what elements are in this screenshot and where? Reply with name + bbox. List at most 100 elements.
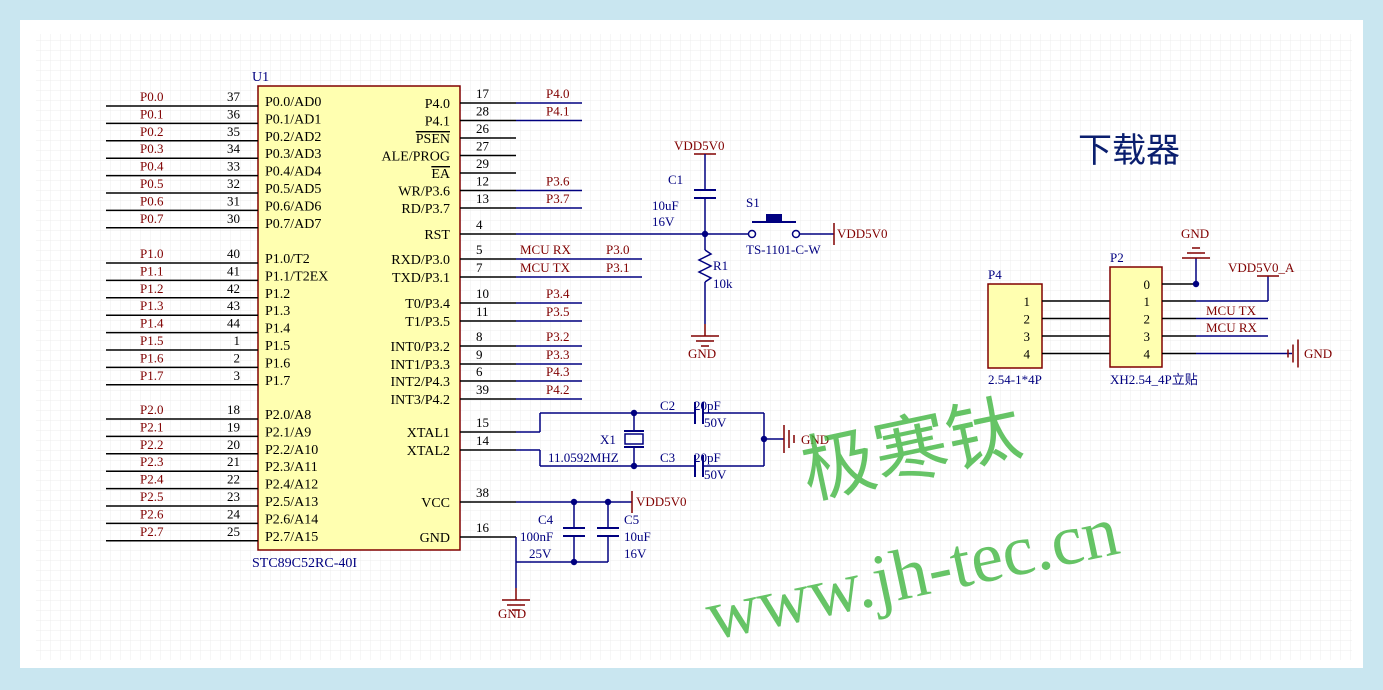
- r1-designator: R1: [713, 258, 728, 273]
- net-label: P3.2: [546, 329, 569, 344]
- c5-voltage: 16V: [624, 546, 647, 561]
- net-label: P0.1: [140, 106, 163, 121]
- pin-name: P1.0/T2: [265, 252, 310, 267]
- s1-button-cap: [766, 214, 782, 221]
- power-gnd-label: GND: [498, 606, 526, 621]
- p2-pin-0: 0: [1144, 277, 1151, 292]
- net-label: P2.3: [140, 454, 163, 469]
- net-label: P4.2: [546, 382, 569, 397]
- pin-name: P2.1/A9: [265, 425, 311, 440]
- pin-number: 44: [227, 316, 241, 331]
- p2-body: [1109, 266, 1163, 368]
- net-label: P0.7: [140, 211, 164, 226]
- net-label: P1.7: [140, 368, 164, 383]
- p4-part-number: 2.54-1*4P: [988, 372, 1042, 387]
- net-label: P4.3: [546, 364, 569, 379]
- pin-name: GND: [420, 531, 450, 546]
- pin-name: TXD/P3.1: [392, 271, 450, 286]
- pin-number: 1: [234, 333, 241, 348]
- net-label: P2.7: [140, 524, 164, 539]
- pin-number: 34: [227, 141, 241, 156]
- net-label: P1.2: [140, 281, 163, 296]
- c2-designator: C2: [660, 398, 675, 413]
- net-label: P3.3: [546, 347, 569, 362]
- r1-value: 10k: [713, 276, 733, 291]
- net-label: P2.1: [140, 419, 163, 434]
- pin-number: 35: [227, 124, 240, 139]
- pin-number: 6: [476, 364, 483, 379]
- p4-pin-2: 2: [1024, 312, 1031, 327]
- pin-name: T0/P3.4: [405, 297, 450, 312]
- s1-vdd-label: VDD5V0: [837, 226, 888, 241]
- pin-name: P0.5/AD5: [265, 182, 321, 197]
- pin-number: 11: [476, 304, 489, 319]
- pin-number: 15: [476, 415, 489, 430]
- p2-pin-4: 4: [1144, 347, 1151, 362]
- pin-name: P1.7: [265, 374, 290, 389]
- c1-value: 10uF: [652, 198, 679, 213]
- pin-number: 30: [227, 211, 240, 226]
- pin-name: VCC: [421, 496, 450, 511]
- pin-number: 12: [476, 174, 489, 189]
- pin-name: RD/P3.7: [401, 202, 450, 217]
- pin-number: 9: [476, 347, 483, 362]
- net-label: P0.4: [140, 159, 164, 174]
- pin-number: 41: [227, 263, 240, 278]
- pin-number: 4: [476, 217, 483, 232]
- net-label-alias: MCU RX: [520, 242, 572, 257]
- pin-name: ALE/PROG: [382, 150, 450, 165]
- net-label: P2.2: [140, 437, 163, 452]
- pin-number: 26: [476, 121, 490, 136]
- pin-number: 39: [476, 382, 489, 397]
- c4-voltage: 25V: [529, 546, 552, 561]
- pin-name: P2.2/A10: [265, 443, 318, 458]
- r1-zigzag: [697, 249, 713, 283]
- c2-voltage: 50V: [704, 415, 727, 430]
- c2-value: 20pF: [694, 398, 721, 413]
- net-label: P3.7: [546, 191, 570, 206]
- pin-number: 8: [476, 329, 483, 344]
- net-label: P1.0: [140, 246, 163, 261]
- p2-tx-label: MCU TX: [1206, 303, 1257, 318]
- pin-name: INT1/P3.3: [391, 358, 451, 373]
- pin-name: P0.4/AD4: [265, 165, 321, 180]
- p4-designator: P4: [988, 267, 1002, 282]
- pin-name: P1.1/T2EX: [265, 269, 328, 284]
- pin-number: 24: [227, 506, 241, 521]
- c3-voltage: 50V: [704, 467, 727, 482]
- p2-gnd-right-label: GND: [1304, 346, 1332, 361]
- net-label: P1.6: [140, 350, 164, 365]
- p4-pin-3: 3: [1024, 329, 1031, 344]
- pin-number: 7: [476, 260, 483, 275]
- p2-pin-1: 1: [1144, 294, 1151, 309]
- pin-number: 19: [227, 419, 240, 434]
- pin-name: XTAL1: [407, 426, 450, 441]
- pin-name: PSEN: [416, 132, 450, 147]
- net-label: P3.0: [606, 242, 629, 257]
- vcc-vdd-label: VDD5V0: [636, 494, 687, 509]
- net-label: P0.2: [140, 124, 163, 139]
- x1-body: [624, 433, 644, 445]
- pin-number: 38: [476, 485, 489, 500]
